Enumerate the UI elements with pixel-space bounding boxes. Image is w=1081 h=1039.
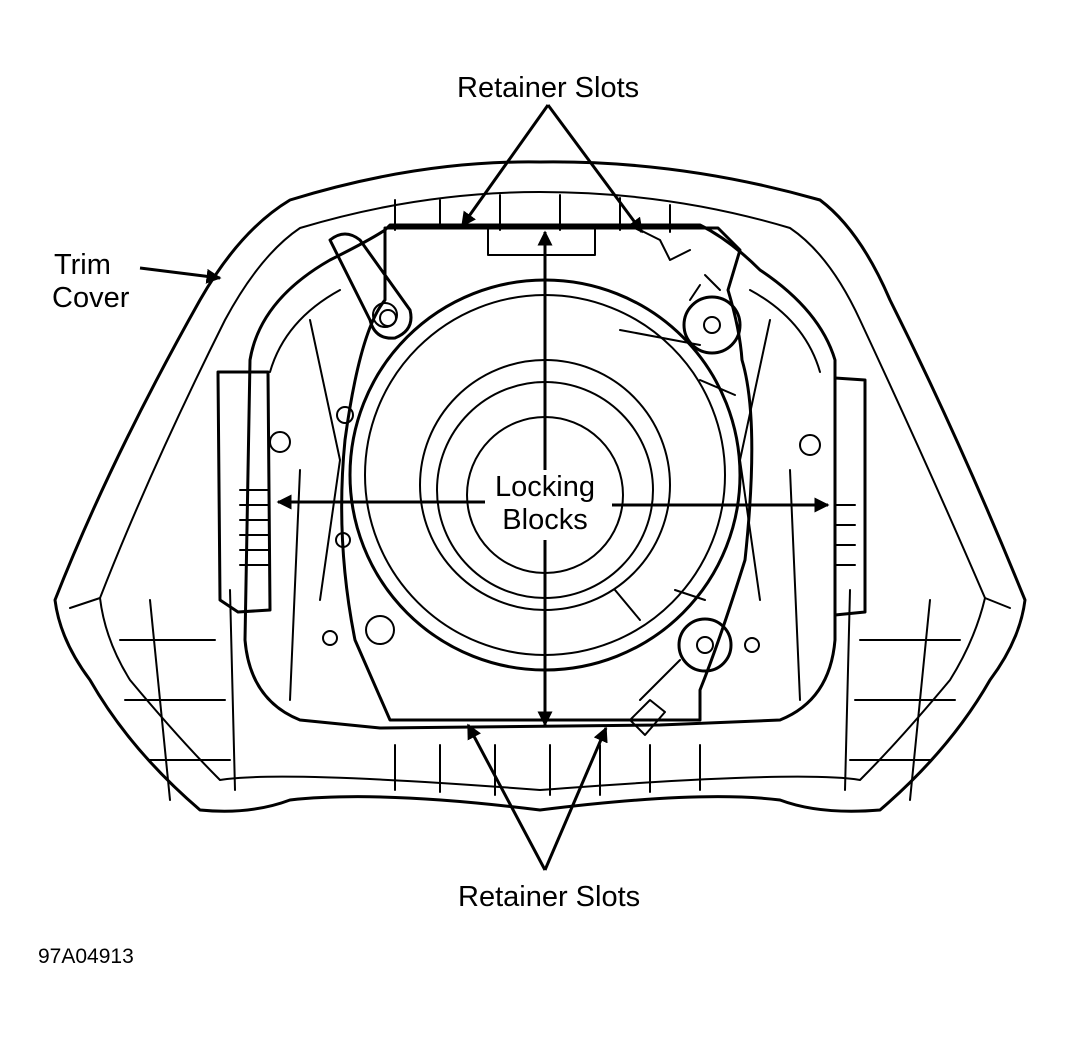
trim-cover-label-line1: Trim — [54, 249, 111, 281]
locking-blocks-label-line2: Blocks — [502, 504, 588, 536]
inner-housing — [243, 223, 837, 730]
connector-lower-right — [629, 617, 733, 736]
locking-block-left — [216, 370, 272, 614]
arrow-trim-cover — [139, 266, 222, 284]
locking-blocks-label-line1: Locking — [495, 471, 595, 503]
retainer-slots-bottom-label: Retainer Slots — [458, 881, 641, 913]
arrow-retainer-bottom-right — [543, 726, 608, 871]
arrow-retainer-top-right — [546, 104, 644, 234]
locking-block-right — [833, 376, 867, 617]
connector-upper-right — [682, 274, 742, 355]
arrow-retainer-top-left — [460, 104, 550, 228]
arrow-retainer-bottom-left — [466, 723, 547, 871]
trim-cover-label-line2: Cover — [52, 282, 130, 314]
trim-cover-outline — [53, 160, 1027, 813]
figure-id: 97A04913 — [38, 945, 134, 968]
module-plate — [340, 226, 754, 722]
connector-upper-left — [328, 232, 413, 340]
retainer-slots-top-label: Retainer Slots — [457, 72, 640, 104]
